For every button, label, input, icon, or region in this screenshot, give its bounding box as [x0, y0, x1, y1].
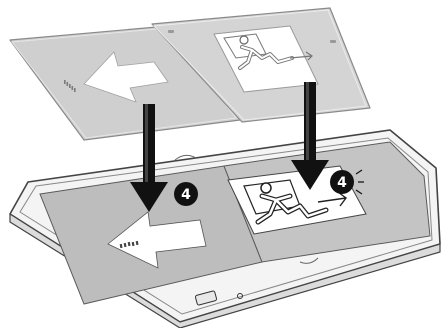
step-number: 4 — [337, 175, 347, 191]
step-badge-left: 4 — [174, 182, 198, 206]
step-number: 4 — [181, 187, 191, 203]
